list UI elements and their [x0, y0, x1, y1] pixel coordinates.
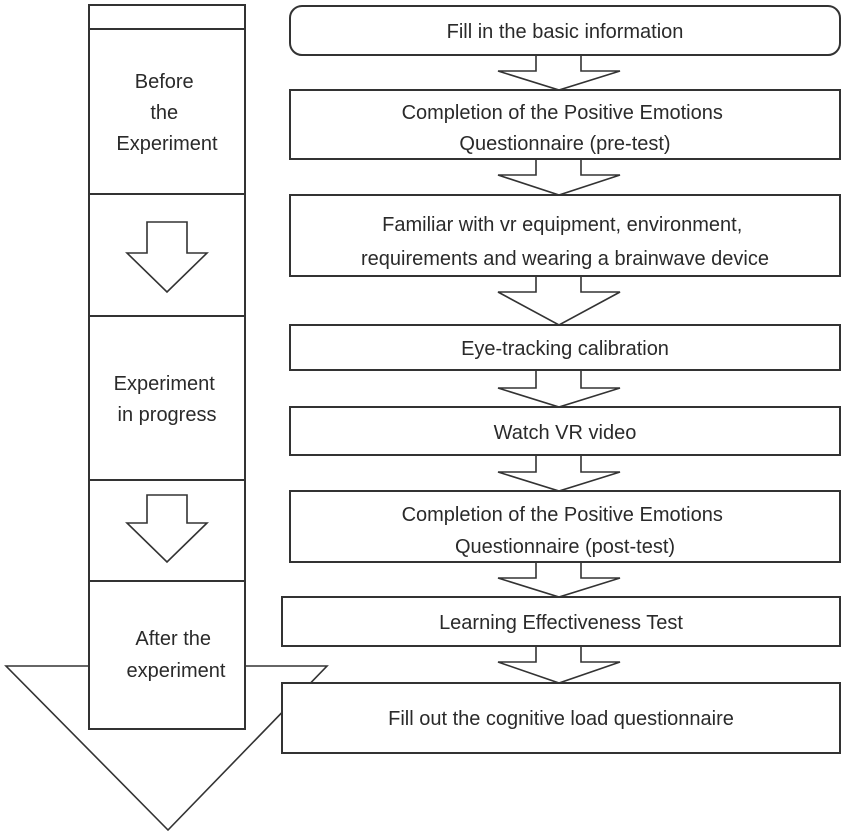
phase-box-before [88, 28, 246, 195]
phase-box-in-progress [88, 315, 246, 481]
step-arrow-icon-6 [497, 561, 621, 598]
phase-label-in-progress: Experiment in progress [114, 373, 221, 426]
step-box-learning-test [281, 596, 841, 647]
step-arrow-icon-4 [497, 369, 621, 408]
step-arrow-icon-2 [497, 158, 621, 196]
step-arrow-icon-3 [497, 275, 621, 326]
step-label-eye-tracking: Eye-tracking calibration [461, 338, 669, 360]
step-arrow-icon-5 [497, 454, 621, 492]
phase-down-arrow-icon-2 [125, 494, 209, 564]
step-label-learning-test: Learning Effectiveness Test [439, 612, 683, 634]
step-label-basic-info: Fill in the basic information [447, 21, 684, 43]
step-label-familiarization: Familiar with vr equipment, environment,… [361, 214, 769, 270]
phase-box-after [88, 580, 246, 730]
step-arrow-icon-7 [497, 645, 621, 684]
phase-label-before: Before the Experiment [116, 71, 218, 155]
step-box-pre-test [289, 89, 841, 160]
step-box-eye-tracking [289, 324, 841, 371]
step-label-pre-test: Completion of the Positive Emotions Ques… [402, 102, 729, 155]
step-arrow-icon-1 [497, 54, 621, 91]
step-label-post-test: Completion of the Positive Emotions Ques… [402, 504, 729, 558]
step-label-cognitive-load: Fill out the cognitive load questionnair… [388, 708, 734, 730]
left-column-top-cap [88, 4, 246, 30]
step-box-watch-video [289, 406, 841, 456]
phase-label-after: After the experiment [127, 628, 226, 682]
step-box-familiarization [289, 194, 841, 277]
phase-down-arrow-icon-1 [125, 221, 209, 294]
step-box-cognitive-load [281, 682, 841, 754]
step-label-watch-video: Watch VR video [494, 422, 637, 444]
step-box-basic-info [289, 5, 841, 56]
step-box-post-test [289, 490, 841, 563]
